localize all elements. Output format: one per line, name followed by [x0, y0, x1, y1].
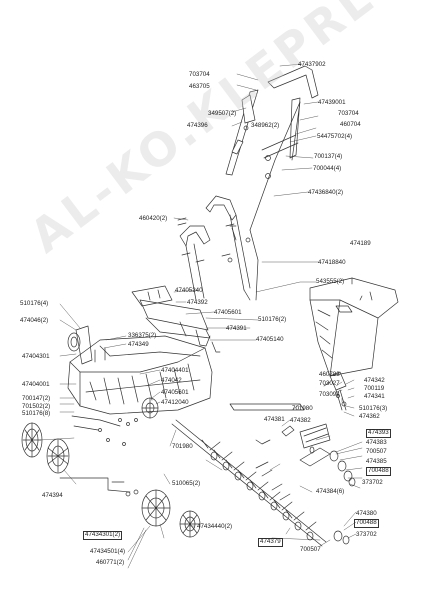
part-label: 703704	[338, 110, 359, 117]
part-label: 474349	[128, 341, 149, 348]
part-label: 510176(3)	[359, 405, 388, 412]
part-label-boxed: 474379	[258, 538, 283, 547]
part-label: 373702	[356, 531, 377, 538]
handle-lower	[179, 195, 259, 301]
part-label: 701980	[292, 405, 313, 412]
part-label: 700147(2)	[22, 395, 51, 402]
part-label: 701980	[172, 443, 193, 450]
part-label: 703094	[319, 391, 340, 398]
part-label: 510176(4)	[20, 300, 49, 307]
part-label: 474392	[187, 299, 208, 306]
part-label: 47404001	[22, 381, 50, 388]
part-label: 510176(2)	[258, 316, 287, 323]
part-label: 474381	[264, 416, 285, 423]
part-label: 474385	[366, 458, 387, 465]
part-label: 700044(4)	[313, 165, 342, 172]
part-label: 474394	[42, 492, 63, 499]
part-label: 47437902	[298, 61, 326, 68]
front-wheels	[67, 332, 159, 419]
grass-bag	[309, 277, 399, 377]
part-label-boxed: 700488	[366, 467, 391, 476]
part-label: 700119	[364, 385, 385, 392]
part-label-boxed: 474393	[366, 429, 391, 438]
part-label: 47405601	[214, 309, 242, 316]
rear-wheel-left	[21, 422, 70, 474]
height-adjust-parts	[323, 371, 347, 411]
axle	[59, 477, 139, 497]
part-label: 460783	[319, 371, 340, 378]
part-label: 510176(8)	[22, 410, 51, 417]
part-label: 700507	[300, 546, 321, 553]
rotor-end-parts	[255, 423, 356, 545]
part-label: 47434501(4)	[90, 548, 126, 555]
part-label: 474384(6)	[316, 488, 345, 495]
leader-lines	[39, 63, 363, 569]
part-label: 460771(2)	[96, 559, 125, 566]
part-label: 47405601	[161, 389, 189, 396]
part-label: 474342	[364, 377, 385, 384]
part-label: 543555(2)	[316, 278, 345, 285]
part-label: 701502(2)	[22, 403, 51, 410]
part-label: 474362	[359, 413, 380, 420]
part-label: 47439001	[318, 99, 346, 106]
part-label: 47404301	[22, 353, 50, 360]
part-label: 373702	[362, 479, 383, 486]
part-label: 47404401	[161, 367, 189, 374]
part-label: 336375(2)	[128, 332, 157, 339]
part-label: 474046(2)	[20, 317, 49, 324]
part-label: 348962(2)	[251, 122, 280, 129]
part-label: 460420(2)	[139, 215, 168, 222]
rear-wheel-bottom	[141, 489, 201, 538]
part-label: 474382	[290, 417, 311, 424]
part-label-boxed: 700488	[354, 519, 379, 528]
part-label: 700137(4)	[314, 153, 343, 160]
part-label: 47418840	[318, 259, 346, 266]
part-label: 47405240	[175, 287, 203, 294]
part-label: 47412040	[161, 399, 189, 406]
part-label: 54475702(4)	[317, 133, 353, 140]
part-label: 349507(2)	[208, 110, 237, 117]
part-label: 460704	[340, 121, 361, 128]
part-label: 47405140	[256, 336, 284, 343]
handle-upper	[225, 65, 319, 231]
part-label: 463705	[189, 83, 210, 90]
rotor-shaft	[171, 403, 327, 547]
part-label: 474341	[364, 393, 385, 400]
part-label: 474391	[226, 325, 247, 332]
part-label: 703027	[319, 380, 340, 387]
part-label: 47434440(2)	[197, 523, 233, 530]
part-label: 703704	[189, 71, 210, 78]
part-label-boxed: 47434301(2)	[83, 531, 123, 540]
part-label: 474396	[187, 122, 208, 129]
part-label: 474042	[161, 377, 182, 384]
part-label: 474383	[366, 439, 387, 446]
part-label: 47436840(2)	[308, 189, 344, 196]
part-label: 474380	[356, 510, 377, 517]
flap-parts	[131, 285, 221, 353]
part-label: 474189	[350, 240, 371, 247]
deck-housing	[67, 325, 213, 446]
part-label: 510065(2)	[172, 480, 201, 487]
part-label: 700507	[366, 448, 387, 455]
